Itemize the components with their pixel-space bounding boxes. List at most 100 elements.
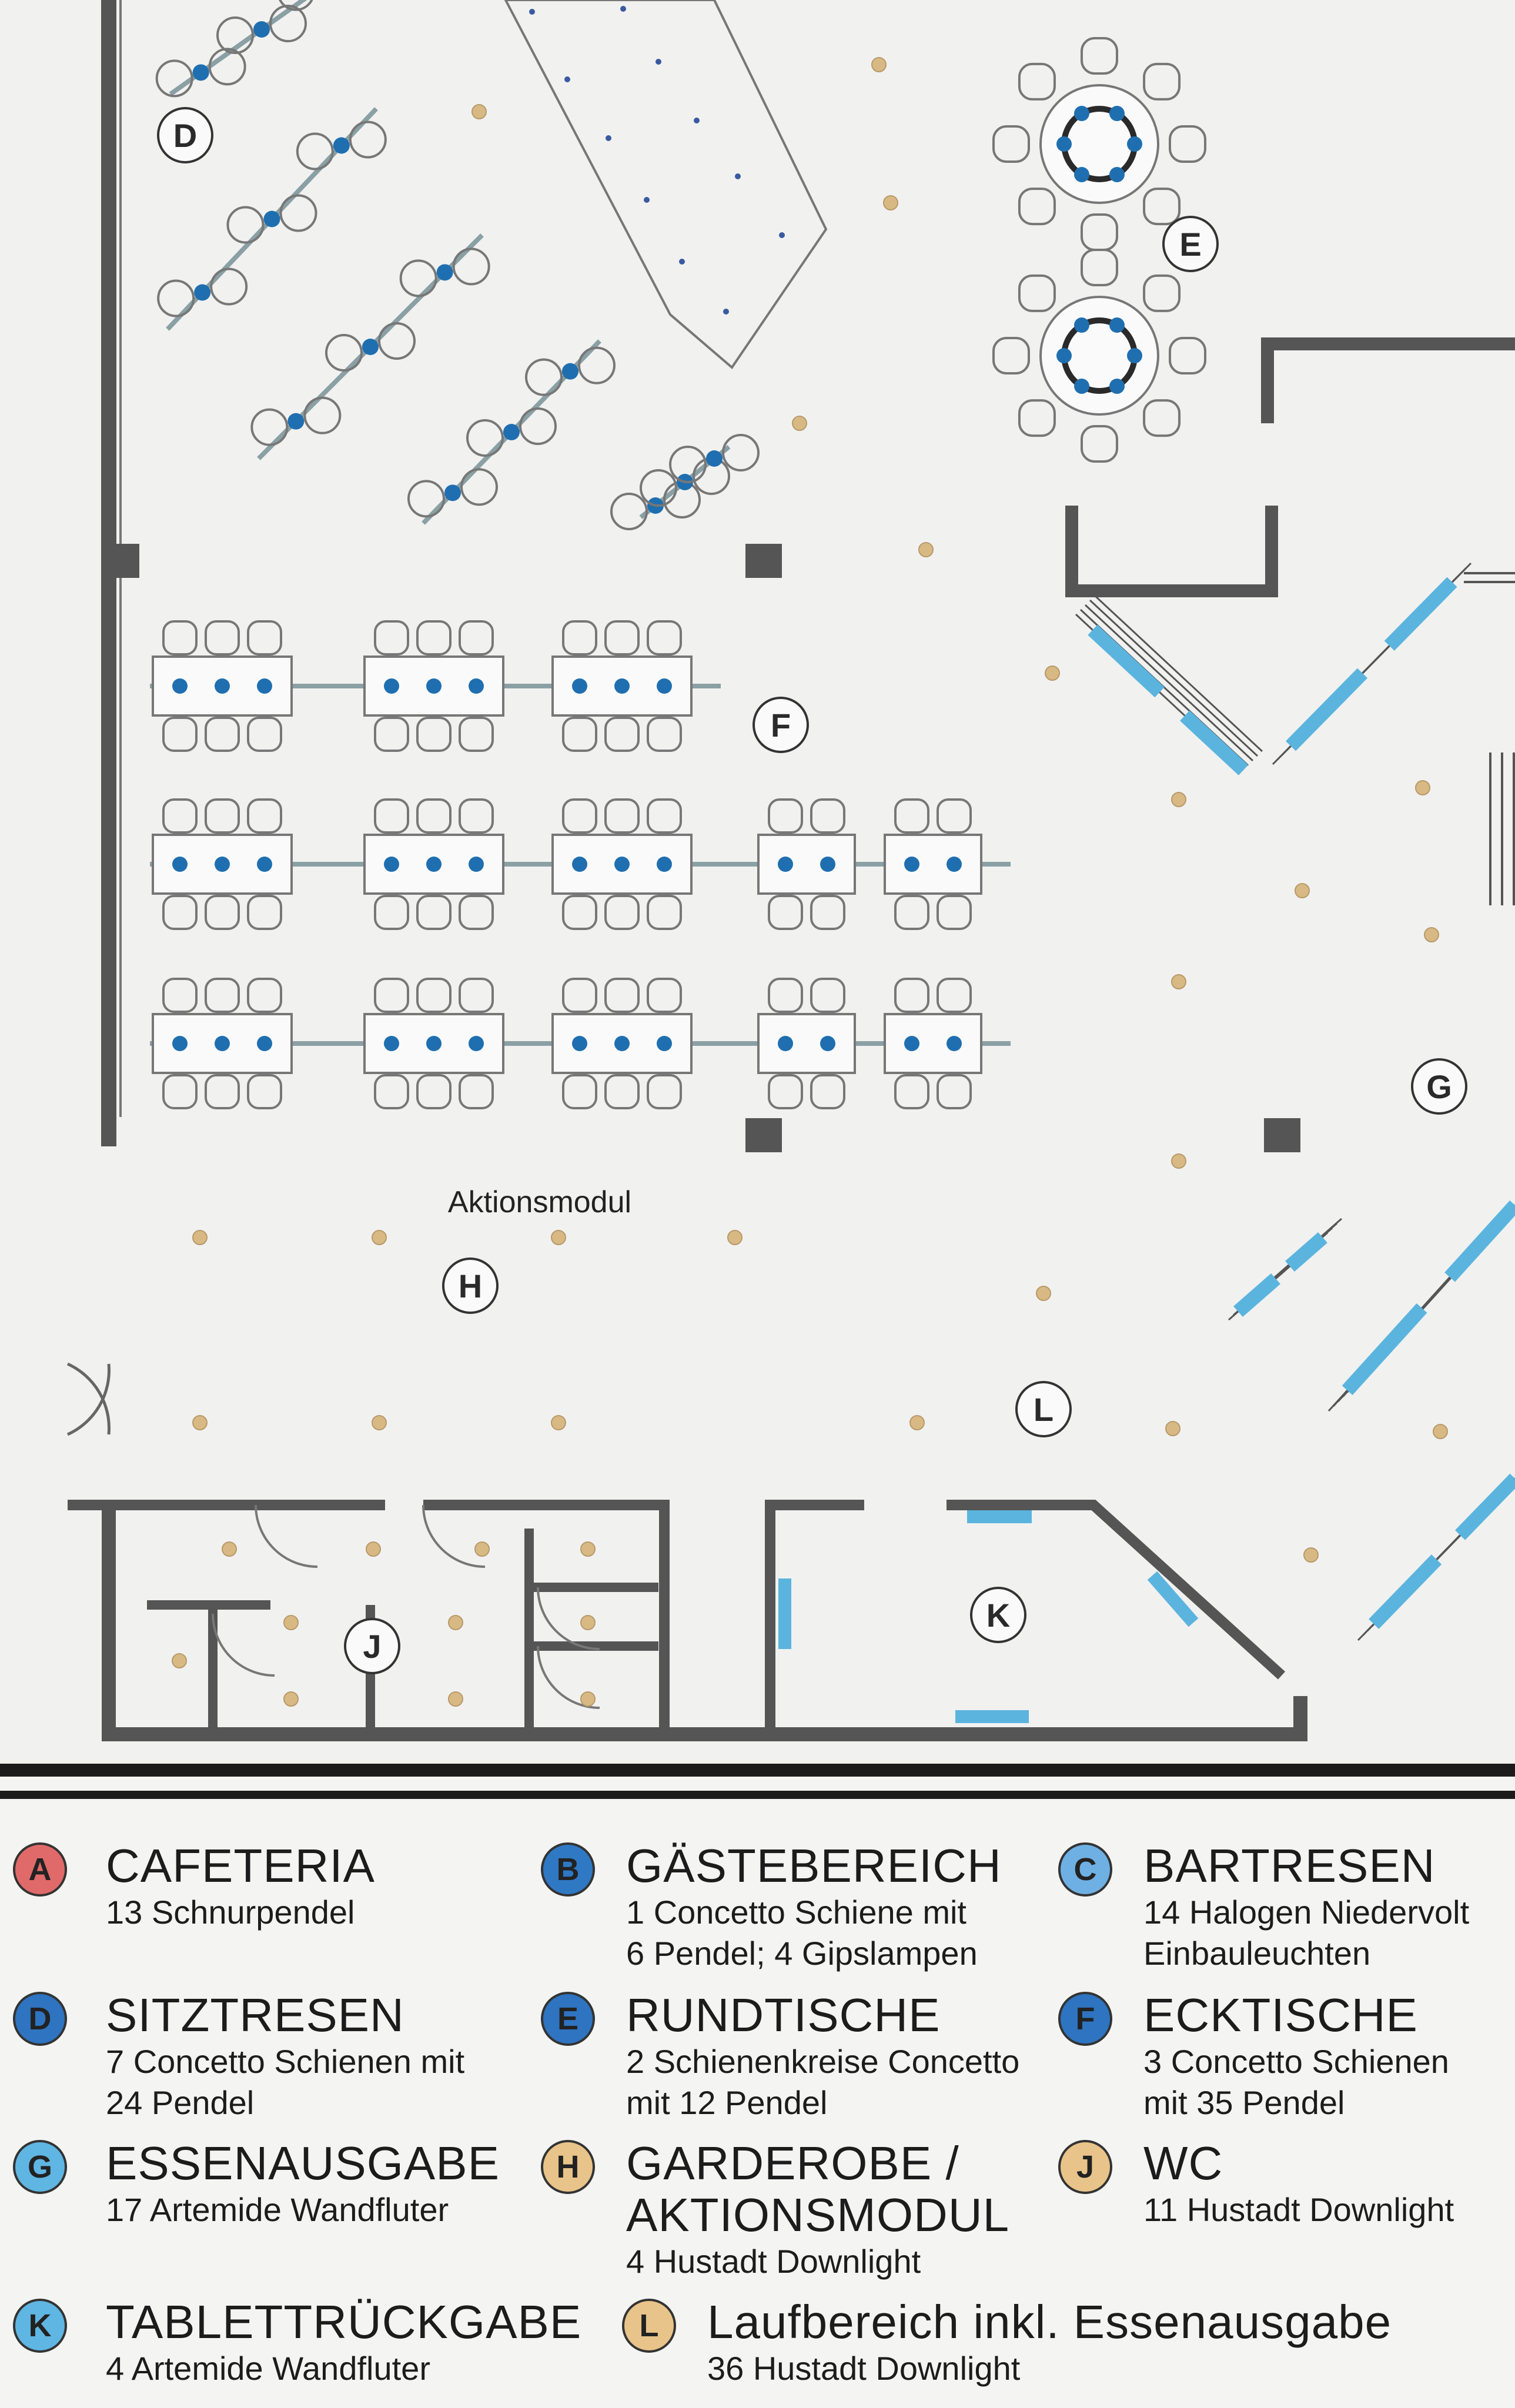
chair <box>459 798 494 834</box>
downlight <box>918 542 934 557</box>
downlight <box>1171 792 1186 807</box>
walls <box>66 0 1515 1741</box>
fluter-light <box>1285 668 1368 751</box>
door-swing <box>212 1613 275 1677</box>
chair <box>562 978 597 1013</box>
chair <box>247 895 282 930</box>
pendant-light <box>362 339 379 355</box>
stage-outline <box>504 0 828 369</box>
stool <box>279 0 313 11</box>
pendant-light <box>657 678 672 694</box>
legend-desc: 2 Schienenkreise Concetto <box>626 2043 1020 2080</box>
pendant-light <box>436 264 453 281</box>
downlight <box>727 1230 743 1245</box>
pendant-light <box>572 857 587 872</box>
stage-light <box>644 197 650 203</box>
chair <box>604 978 640 1013</box>
pendant-light <box>333 137 350 154</box>
chair <box>374 1074 409 1109</box>
stool <box>407 480 445 518</box>
zone-label-e: E <box>1179 226 1201 263</box>
legend-desc: 4 Artemide Wandfluter <box>106 2350 430 2387</box>
pendant-light <box>904 857 919 872</box>
south-wall <box>102 1502 1307 1741</box>
zone-label-g: G <box>1426 1068 1452 1105</box>
chair <box>459 978 494 1013</box>
badge-c: C <box>1058 1842 1112 1897</box>
chair <box>247 620 282 655</box>
chair <box>894 978 929 1013</box>
downlight <box>283 1615 299 1630</box>
downlight <box>1415 780 1430 795</box>
downlight <box>792 416 807 431</box>
downlight <box>474 1541 490 1557</box>
chair <box>1081 213 1118 251</box>
chair <box>1169 125 1206 163</box>
chair <box>416 978 452 1013</box>
pendant-light <box>257 678 272 694</box>
chair <box>810 798 845 834</box>
chair <box>162 895 198 930</box>
fluter-light <box>1369 1554 1442 1629</box>
legend-top-rule <box>0 1764 1515 1777</box>
pendant-light <box>215 678 230 694</box>
stool <box>349 121 387 159</box>
stool <box>208 48 246 86</box>
legend: A CAFETERIA 13 Schnurpendel B GÄSTEBEREI… <box>0 1764 1515 2408</box>
stool <box>210 267 248 306</box>
chair <box>768 1074 803 1109</box>
stool <box>325 334 363 372</box>
chair <box>894 1074 929 1109</box>
legend-desc: 6 Pendel; 4 Gipslampen <box>626 1935 978 1972</box>
chair <box>205 798 240 834</box>
pendant-light <box>1127 136 1142 152</box>
stage-light <box>679 259 685 265</box>
chair <box>1081 425 1118 463</box>
pendant-light <box>572 1036 587 1051</box>
downlight <box>448 1691 463 1707</box>
pendant-light <box>614 857 630 872</box>
pendant-light <box>1074 106 1089 122</box>
entrance-door <box>66 1362 111 1436</box>
legend-desc: 7 Concetto Schienen mit <box>106 2043 465 2080</box>
chair <box>1143 399 1181 437</box>
badge-f: F <box>1058 1992 1112 2046</box>
legend-desc: 3 Concetto Schienen <box>1143 2043 1449 2080</box>
table <box>757 834 856 895</box>
pendant-light <box>820 857 835 872</box>
chair <box>604 620 640 655</box>
downlight <box>372 1230 387 1245</box>
stool <box>269 5 307 42</box>
stool <box>157 279 195 317</box>
chair <box>937 978 972 1013</box>
counter-line <box>1089 599 1259 757</box>
chair <box>205 1074 240 1109</box>
chair <box>416 895 452 930</box>
legend-desc: 24 Pendel <box>106 2084 255 2121</box>
downlight <box>1171 1153 1186 1169</box>
downlight <box>192 1415 208 1430</box>
pendant-light <box>192 64 209 81</box>
chair <box>459 895 494 930</box>
badge-a: A <box>13 1842 67 1897</box>
legend-title-line2: AKTIONSMODUL <box>626 2189 1010 2241</box>
pendant-light <box>614 1036 630 1051</box>
downlight <box>883 195 898 210</box>
legend-desc: mit 12 Pendel <box>626 2084 828 2121</box>
north-east-room-wall <box>1261 337 1515 423</box>
chair <box>374 717 409 752</box>
round-table-top <box>1039 296 1159 416</box>
chair <box>459 717 494 752</box>
fluter-light <box>1147 1571 1199 1627</box>
chair <box>810 895 845 930</box>
pendant-light <box>215 1036 230 1051</box>
chair <box>459 620 494 655</box>
legend-desc: 11 Hustadt Downlight <box>1143 2191 1454 2228</box>
downlight <box>283 1691 299 1707</box>
pendant-light <box>384 857 399 872</box>
chair <box>1143 274 1181 312</box>
zone-label-f: F <box>771 707 791 744</box>
pendant-light <box>1074 317 1089 333</box>
badge-d: D <box>13 1992 67 2046</box>
